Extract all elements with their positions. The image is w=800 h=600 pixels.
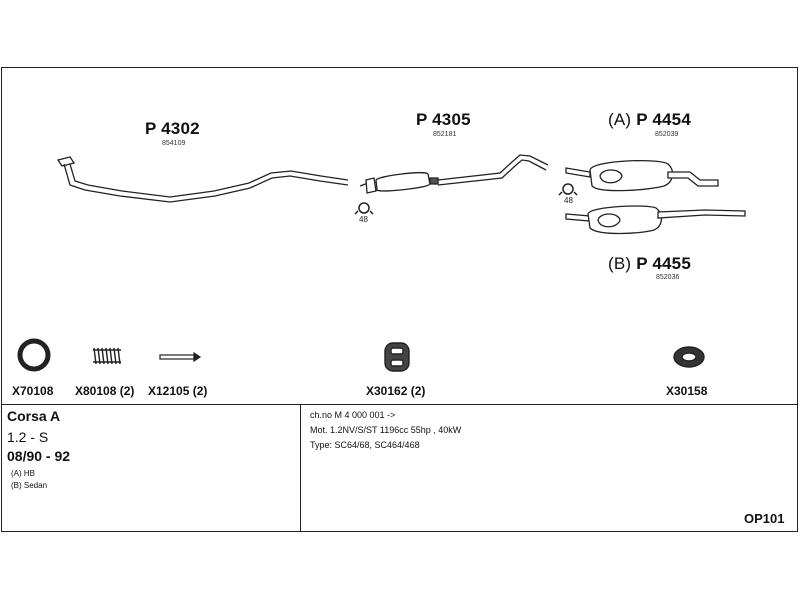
sheet-code: OP101 (744, 511, 785, 526)
front-pipe-drawing[interactable] (56, 156, 349, 203)
type-info: Type: SC64/68, SC464/468 (310, 440, 420, 450)
clamp-icon (558, 183, 578, 196)
part-ref-p4305: 852181 (433, 131, 457, 138)
rubber-hanger-icon (384, 342, 410, 372)
accessory-code[interactable]: X12105 (2) (148, 384, 208, 398)
vehicle-years: 08/90 - 92 (7, 448, 71, 464)
accessory-code[interactable]: X80108 (2) (75, 384, 135, 398)
ring-gasket-icon (17, 338, 51, 372)
accessory-code[interactable]: X70108 (12, 384, 54, 398)
part-code-p4455-text: P 4455 (636, 254, 691, 273)
chassis-info: ch.no M 4 000 001 -> (310, 410, 396, 420)
part-ref-p4455: 852036 (656, 274, 680, 281)
vehicle-model: Corsa A (7, 408, 61, 424)
variant-prefix-a: (A) (608, 110, 632, 129)
clamp-label: 48 (564, 196, 573, 205)
variant-prefix-b: (B) (608, 254, 632, 273)
accessory-code[interactable]: X30162 (2) (366, 384, 426, 398)
variant-a-note: (A) HB (11, 469, 35, 478)
part-ref-p4454: 852039 (655, 131, 679, 138)
part-code-p4454-text: P 4454 (636, 110, 691, 129)
spring-icon (93, 347, 121, 365)
clamp-icon (354, 202, 374, 215)
divider-vertical (300, 404, 301, 532)
rear-silencer-a-drawing[interactable] (565, 159, 719, 192)
accessory-code[interactable]: X30158 (666, 384, 708, 398)
rear-silencer-b-drawing[interactable] (565, 205, 746, 235)
rubber-ring-mount-icon (673, 346, 705, 368)
part-ref-p4302: 854109 (162, 140, 186, 147)
bolt-icon (159, 351, 202, 363)
divider-horizontal (2, 404, 797, 405)
variant-b-note: (B) Sedan (11, 481, 48, 490)
part-code-p4305[interactable]: P 4305 (416, 110, 471, 129)
part-code-p4302[interactable]: P 4302 (145, 119, 200, 138)
diagram-frame (1, 67, 798, 532)
engine-info: Mot. 1.2NV/S/ST 1196cc 55hp , 40kW (310, 425, 462, 435)
part-code-p4455[interactable]: (B) P 4455 (608, 254, 691, 274)
center-silencer-drawing[interactable] (359, 154, 549, 194)
clamp-label: 48 (359, 215, 368, 224)
vehicle-engine: 1.2 - S (7, 429, 49, 445)
part-code-p4454[interactable]: (A) P 4454 (608, 110, 691, 130)
